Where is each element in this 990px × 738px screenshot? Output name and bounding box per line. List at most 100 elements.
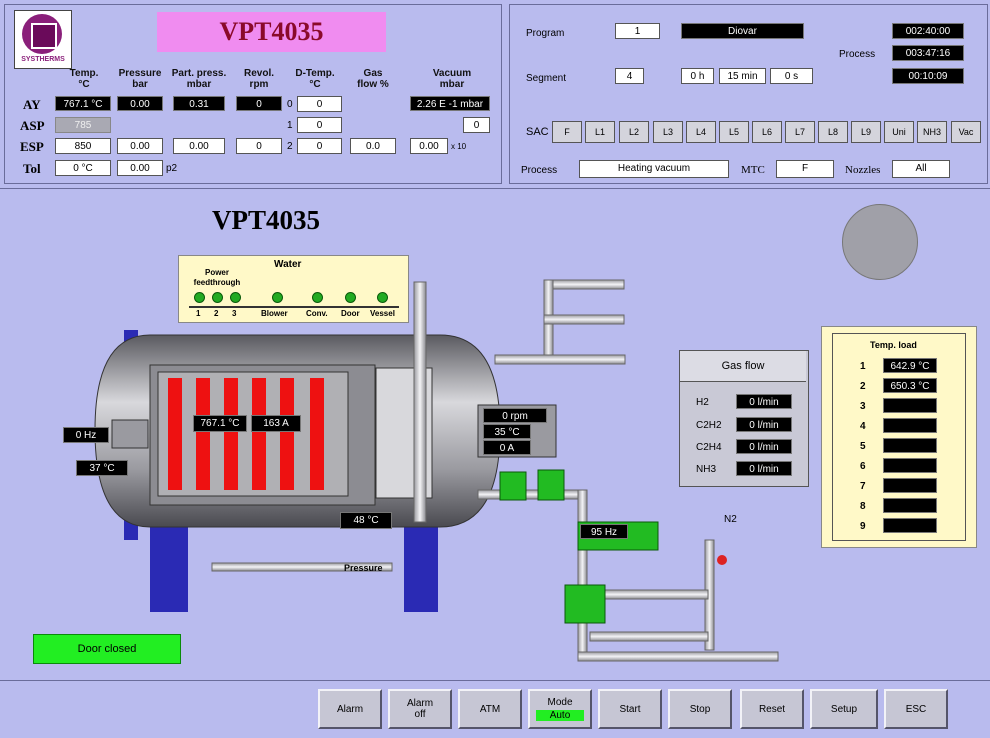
temp-load-value: 650.3 °C [883, 378, 937, 393]
esc-button[interactable]: ESC [884, 689, 948, 729]
sac-button-vac[interactable]: Vac [951, 121, 981, 143]
ay-temp-value: 767.1 °C [55, 96, 111, 111]
sac-button-l5[interactable]: L5 [719, 121, 749, 143]
alarm-off-button[interactable]: Alarm off [388, 689, 452, 729]
water-sensor-icon [312, 292, 323, 303]
temp-load-index: 9 [860, 521, 866, 532]
sac-button-l1[interactable]: L1 [585, 121, 615, 143]
alarm-off-label-2: off [414, 709, 426, 720]
setup-button[interactable]: Setup [810, 689, 878, 729]
segment-number-field[interactable]: 4 [615, 68, 644, 84]
sac-button-l8[interactable]: L8 [818, 121, 848, 143]
row-label-ay: AY [23, 97, 41, 112]
ay-pressure-value: 0.00 [117, 96, 163, 111]
ay-dtemp-field[interactable]: 0 [297, 96, 342, 112]
mode-button[interactable]: Mode Auto [528, 689, 592, 729]
sac-button-l3[interactable]: L3 [653, 121, 683, 143]
esp-revol-field[interactable]: 0 [236, 138, 282, 154]
gas-h2-label: H2 [696, 397, 709, 408]
temp-load-index: 7 [860, 481, 866, 492]
gas-c2h4-label: C2H4 [696, 442, 722, 453]
main-title: VPT4035 [212, 205, 320, 235]
atm-button[interactable]: ATM [458, 689, 522, 729]
support-left [150, 520, 188, 612]
heater-current-value: 163 A [251, 415, 301, 432]
gas-nh3-label: NH3 [696, 464, 717, 475]
temp-load-value [883, 398, 937, 413]
esp-part-press-field[interactable]: 0.00 [173, 138, 225, 154]
sac-button-l6[interactable]: L6 [752, 121, 782, 143]
sac-button-l9[interactable]: L9 [851, 121, 881, 143]
gas-nh3-value: 0 l/min [736, 461, 792, 476]
process-status-label: Process [521, 165, 558, 176]
water-feed-2: 2 [214, 309, 219, 318]
temp-load-value [883, 518, 937, 533]
logo-square-icon [31, 23, 57, 49]
segment-seconds-field[interactable]: 0 s [770, 68, 813, 84]
esp-pressure-field[interactable]: 0.00 [117, 138, 163, 154]
tol-temp-field[interactable]: 0 °C [55, 160, 111, 176]
sac-button-nh3[interactable]: NH3 [917, 121, 947, 143]
temp-load-title: Temp. load [870, 340, 917, 350]
program-name-value: Diovar [681, 23, 804, 39]
segment-label: Segment [526, 73, 567, 84]
alarm-button[interactable]: Alarm [318, 689, 382, 729]
pressure-manifold-label: Pressure [344, 563, 383, 573]
water-panel: Water Power feedthrough 1 2 3 Blower Con… [178, 255, 409, 323]
reset-button[interactable]: Reset [740, 689, 804, 729]
ay-revol-value: 0 [236, 96, 282, 111]
sac-button-uni[interactable]: Uni [884, 121, 914, 143]
esp-vacuum-field[interactable]: 0.00 [410, 138, 448, 154]
row-label-asp: ASP [20, 118, 45, 133]
water-sensor-icon [230, 292, 241, 303]
esp-dtemp-field[interactable]: 0 [297, 138, 342, 154]
asp-dtemp-index: 1 [287, 120, 293, 131]
pump-freq-value: 95 Hz [580, 524, 628, 539]
temp-load-index: 2 [860, 381, 866, 392]
filter-unit [564, 584, 606, 624]
water-conv-label: Conv. [306, 309, 328, 318]
green-valve [499, 471, 527, 501]
ay-dtemp-index: 0 [287, 99, 293, 110]
segment-hours-field[interactable]: 0 h [681, 68, 714, 84]
nozzles-label: Nozzles [845, 164, 881, 176]
stop-button[interactable]: Stop [668, 689, 732, 729]
esp-gasflow-field[interactable]: 0.0 [350, 138, 396, 154]
esp-temp-field[interactable]: 850 [55, 138, 111, 154]
segment-minutes-field[interactable]: 15 min [719, 68, 766, 84]
sac-button-l2[interactable]: L2 [619, 121, 649, 143]
sac-button-f[interactable]: F [552, 121, 582, 143]
sac-button-l4[interactable]: L4 [686, 121, 716, 143]
start-button[interactable]: Start [598, 689, 662, 729]
temp-load-value [883, 458, 937, 473]
process-status-value: Heating vacuum [579, 160, 729, 178]
temp-load-index: 3 [860, 401, 866, 412]
program-number-field[interactable]: 1 [615, 23, 660, 39]
heater-element [224, 378, 238, 490]
water-door-label: Door [341, 309, 360, 318]
row-label-tol: Tol [23, 161, 41, 176]
alarm-off-label-1: Alarm [406, 698, 434, 709]
tol-pressure-field[interactable]: 0.00 [117, 160, 163, 176]
button-bar-divider [0, 680, 990, 681]
water-feed-1: 1 [196, 309, 201, 318]
door-temp-value: 37 °C [76, 460, 128, 476]
logo-brand-text: SYSTHERMS [21, 56, 65, 63]
pressure-manifold [211, 562, 393, 572]
systherms-logo: SYSTHERMS [14, 10, 72, 69]
temp-load-value [883, 498, 937, 513]
fan-temp-value: 35 °C [483, 424, 531, 439]
water-sensor-icon [377, 292, 388, 303]
asp-temp-field[interactable]: 785 [55, 117, 111, 133]
asp-vacuum-small-field[interactable]: 0 [463, 117, 490, 133]
sac-button-l7[interactable]: L7 [785, 121, 815, 143]
ay-part-press-value: 0.31 [173, 96, 225, 111]
n2-valve-icon [717, 555, 727, 565]
heater-element [168, 378, 182, 490]
asp-dtemp-field[interactable]: 0 [297, 117, 342, 133]
temp-load-value: 642.9 °C [883, 358, 937, 373]
heater-element [196, 378, 210, 490]
